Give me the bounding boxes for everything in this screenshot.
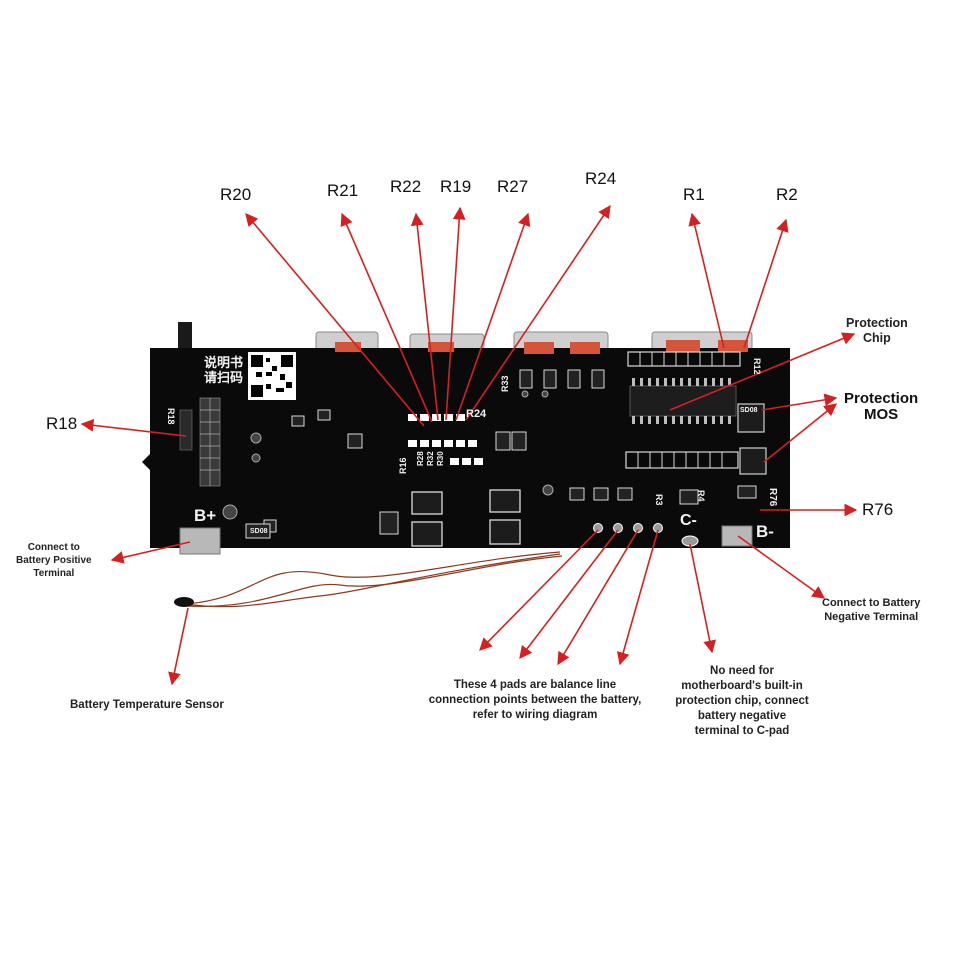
label-positive-terminal-line3: Terminal: [33, 568, 75, 579]
label-r21: R21: [327, 181, 359, 200]
silk-scan: 请扫码: [204, 370, 244, 385]
label-r27: R27: [497, 177, 529, 196]
silk-r12: R12: [752, 358, 762, 375]
label-temp-sensor: Battery Temperature Sensor: [70, 699, 224, 711]
label-r18: R18: [46, 414, 78, 433]
label-negative-terminal-line1: Connect to Battery: [822, 597, 921, 609]
silk-r18: R18: [166, 408, 176, 425]
label-r1: R1: [683, 185, 705, 204]
silk-cminus: C-: [680, 512, 697, 529]
temp-sensor-bead: [174, 597, 194, 607]
label-protection-mos: Protection MOS: [844, 391, 918, 423]
label-c-pad-line2: motherboard's built-in: [681, 680, 803, 692]
label-protection-mos-line1: Protection: [844, 390, 919, 407]
balance-pads: [593, 523, 663, 533]
label-r76: R76: [862, 500, 894, 519]
label-negative-terminal-line2: Negative Terminal: [824, 611, 919, 623]
silk-bplus: B+: [194, 506, 217, 525]
label-positive-terminal-line2: Battery Positive: [16, 555, 92, 566]
label-protection-chip: Protection Chip: [846, 316, 908, 346]
label-balance-pads-line2: connection points between the battery,: [428, 694, 642, 706]
label-c-pad-line5: terminal to C-pad: [694, 725, 790, 737]
silk-r4: R4: [696, 490, 706, 502]
label-balance-pads: These 4 pads are balance line connection…: [408, 678, 662, 723]
pcb-board: [142, 340, 790, 555]
silk-r33: R33: [500, 375, 510, 392]
label-positive-terminal-line1: Connect to: [27, 542, 80, 553]
label-r20: R20: [220, 185, 252, 204]
silk-r76: R76: [767, 488, 778, 507]
label-balance-pads-line1: These 4 pads are balance line: [453, 679, 617, 691]
silk-r3: R3: [654, 494, 664, 506]
silk-manual: 说明书: [204, 355, 244, 370]
label-protection-mos-line2: MOS: [864, 406, 899, 423]
label-c-pad-line4: battery negative: [697, 710, 787, 722]
qr-code: [248, 352, 296, 400]
label-c-pad-line3: protection chip, connect: [675, 695, 809, 707]
label-c-pad-line1: No need for: [710, 665, 774, 677]
label-protection-chip-line1: Protection: [846, 316, 908, 330]
label-negative-terminal: Connect to Battery Negative Terminal: [822, 596, 920, 624]
label-r19: R19: [440, 177, 472, 196]
label-balance-pads-line3: refer to wiring diagram: [472, 709, 598, 721]
silk-sd08-b: SD08: [250, 528, 268, 535]
silk-r28: R28: [416, 451, 425, 466]
label-positive-terminal: Connect to Battery Positive Terminal: [16, 541, 92, 580]
silk-bminus: B-: [756, 522, 774, 541]
label-protection-chip-line2: Chip: [863, 331, 891, 345]
temp-sensor-wires: [185, 551, 563, 608]
label-r24: R24: [585, 169, 617, 188]
usb-connectors: [178, 322, 753, 352]
label-r2: R2: [776, 185, 798, 204]
bplus-pad: [179, 527, 221, 555]
silk-r32: R32: [426, 451, 435, 466]
label-r22: R22: [390, 177, 422, 196]
silk-r16: R16: [398, 457, 408, 474]
silk-r24: R24: [466, 408, 487, 420]
callout-arrows: [80, 204, 858, 686]
silk-r30: R30: [436, 451, 445, 466]
silk-sd08-a: SD08: [740, 407, 758, 414]
label-c-pad: No need for motherboard's built-in prote…: [664, 664, 820, 739]
